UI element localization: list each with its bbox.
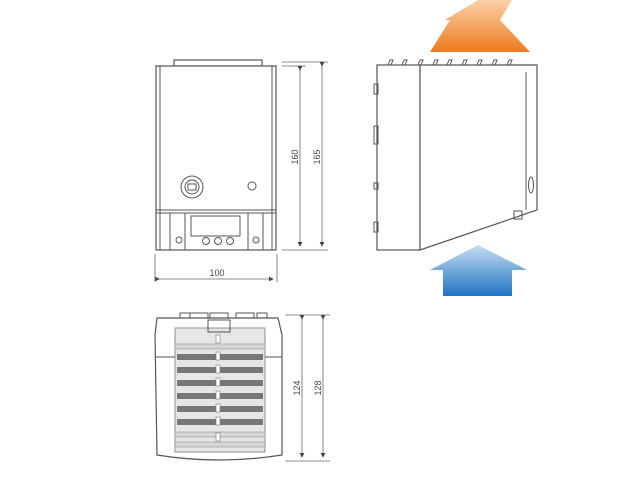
side-view [373,0,538,296]
dim-height-160: 160 [290,149,300,164]
thermostat-knob-icon [180,175,204,199]
screw-icon [247,181,257,191]
terminal-screw-icon [175,236,183,244]
terminal-icon [226,237,234,245]
dim-width-100: 100 [209,268,224,278]
dim-depth-128: 128 [313,380,323,395]
front-view: 160 165 100 [154,59,328,282]
hot-air-out-arrow [430,0,530,52]
dim-height-165: 165 [312,149,322,164]
terminal-screw-icon [252,236,260,244]
dim-depth-124: 124 [292,380,302,395]
cold-air-in-arrow [430,245,527,296]
terminal-icon [214,237,222,245]
terminal-icon [202,237,210,245]
bottom-view: 124 128 [154,312,330,462]
